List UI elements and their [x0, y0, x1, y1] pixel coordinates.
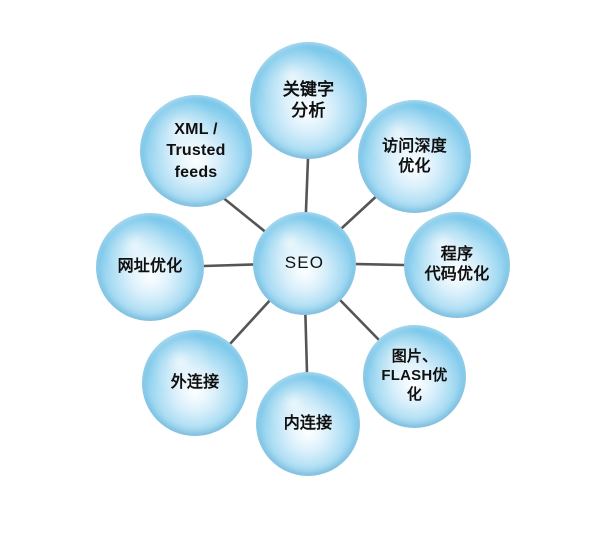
node-keyword-analysis[interactable]: 关键字 分析	[250, 42, 367, 159]
node-label-program-code: 程序 代码优化	[424, 246, 490, 283]
node-visit-depth[interactable]: 访问深度 优化	[358, 100, 471, 213]
node-internal-links[interactable]: 内连接	[256, 372, 360, 476]
node-label-external-links: 外连接	[170, 374, 220, 392]
node-external-links[interactable]: 外连接	[142, 330, 248, 436]
node-label-seo: SEO	[284, 253, 325, 273]
node-label-xml-trusted-feeds: XML / Trusted feeds	[166, 121, 226, 181]
node-image-flash[interactable]: 图片、 FLASH优 化	[363, 325, 466, 428]
node-label-keyword-analysis: 关键字 分析	[282, 79, 335, 120]
node-label-internal-links: 内连接	[283, 415, 333, 433]
node-url-optimization[interactable]: 网址优化	[96, 213, 204, 321]
node-seo-center[interactable]: SEO	[253, 212, 356, 315]
node-label-visit-depth: 访问深度 优化	[382, 137, 447, 175]
node-label-url-optimization: 网址优化	[117, 258, 183, 276]
node-label-image-flash: 图片、 FLASH优 化	[381, 348, 448, 403]
node-program-code[interactable]: 程序 代码优化	[404, 212, 510, 318]
node-xml-trusted-feeds[interactable]: XML / Trusted feeds	[140, 95, 252, 207]
